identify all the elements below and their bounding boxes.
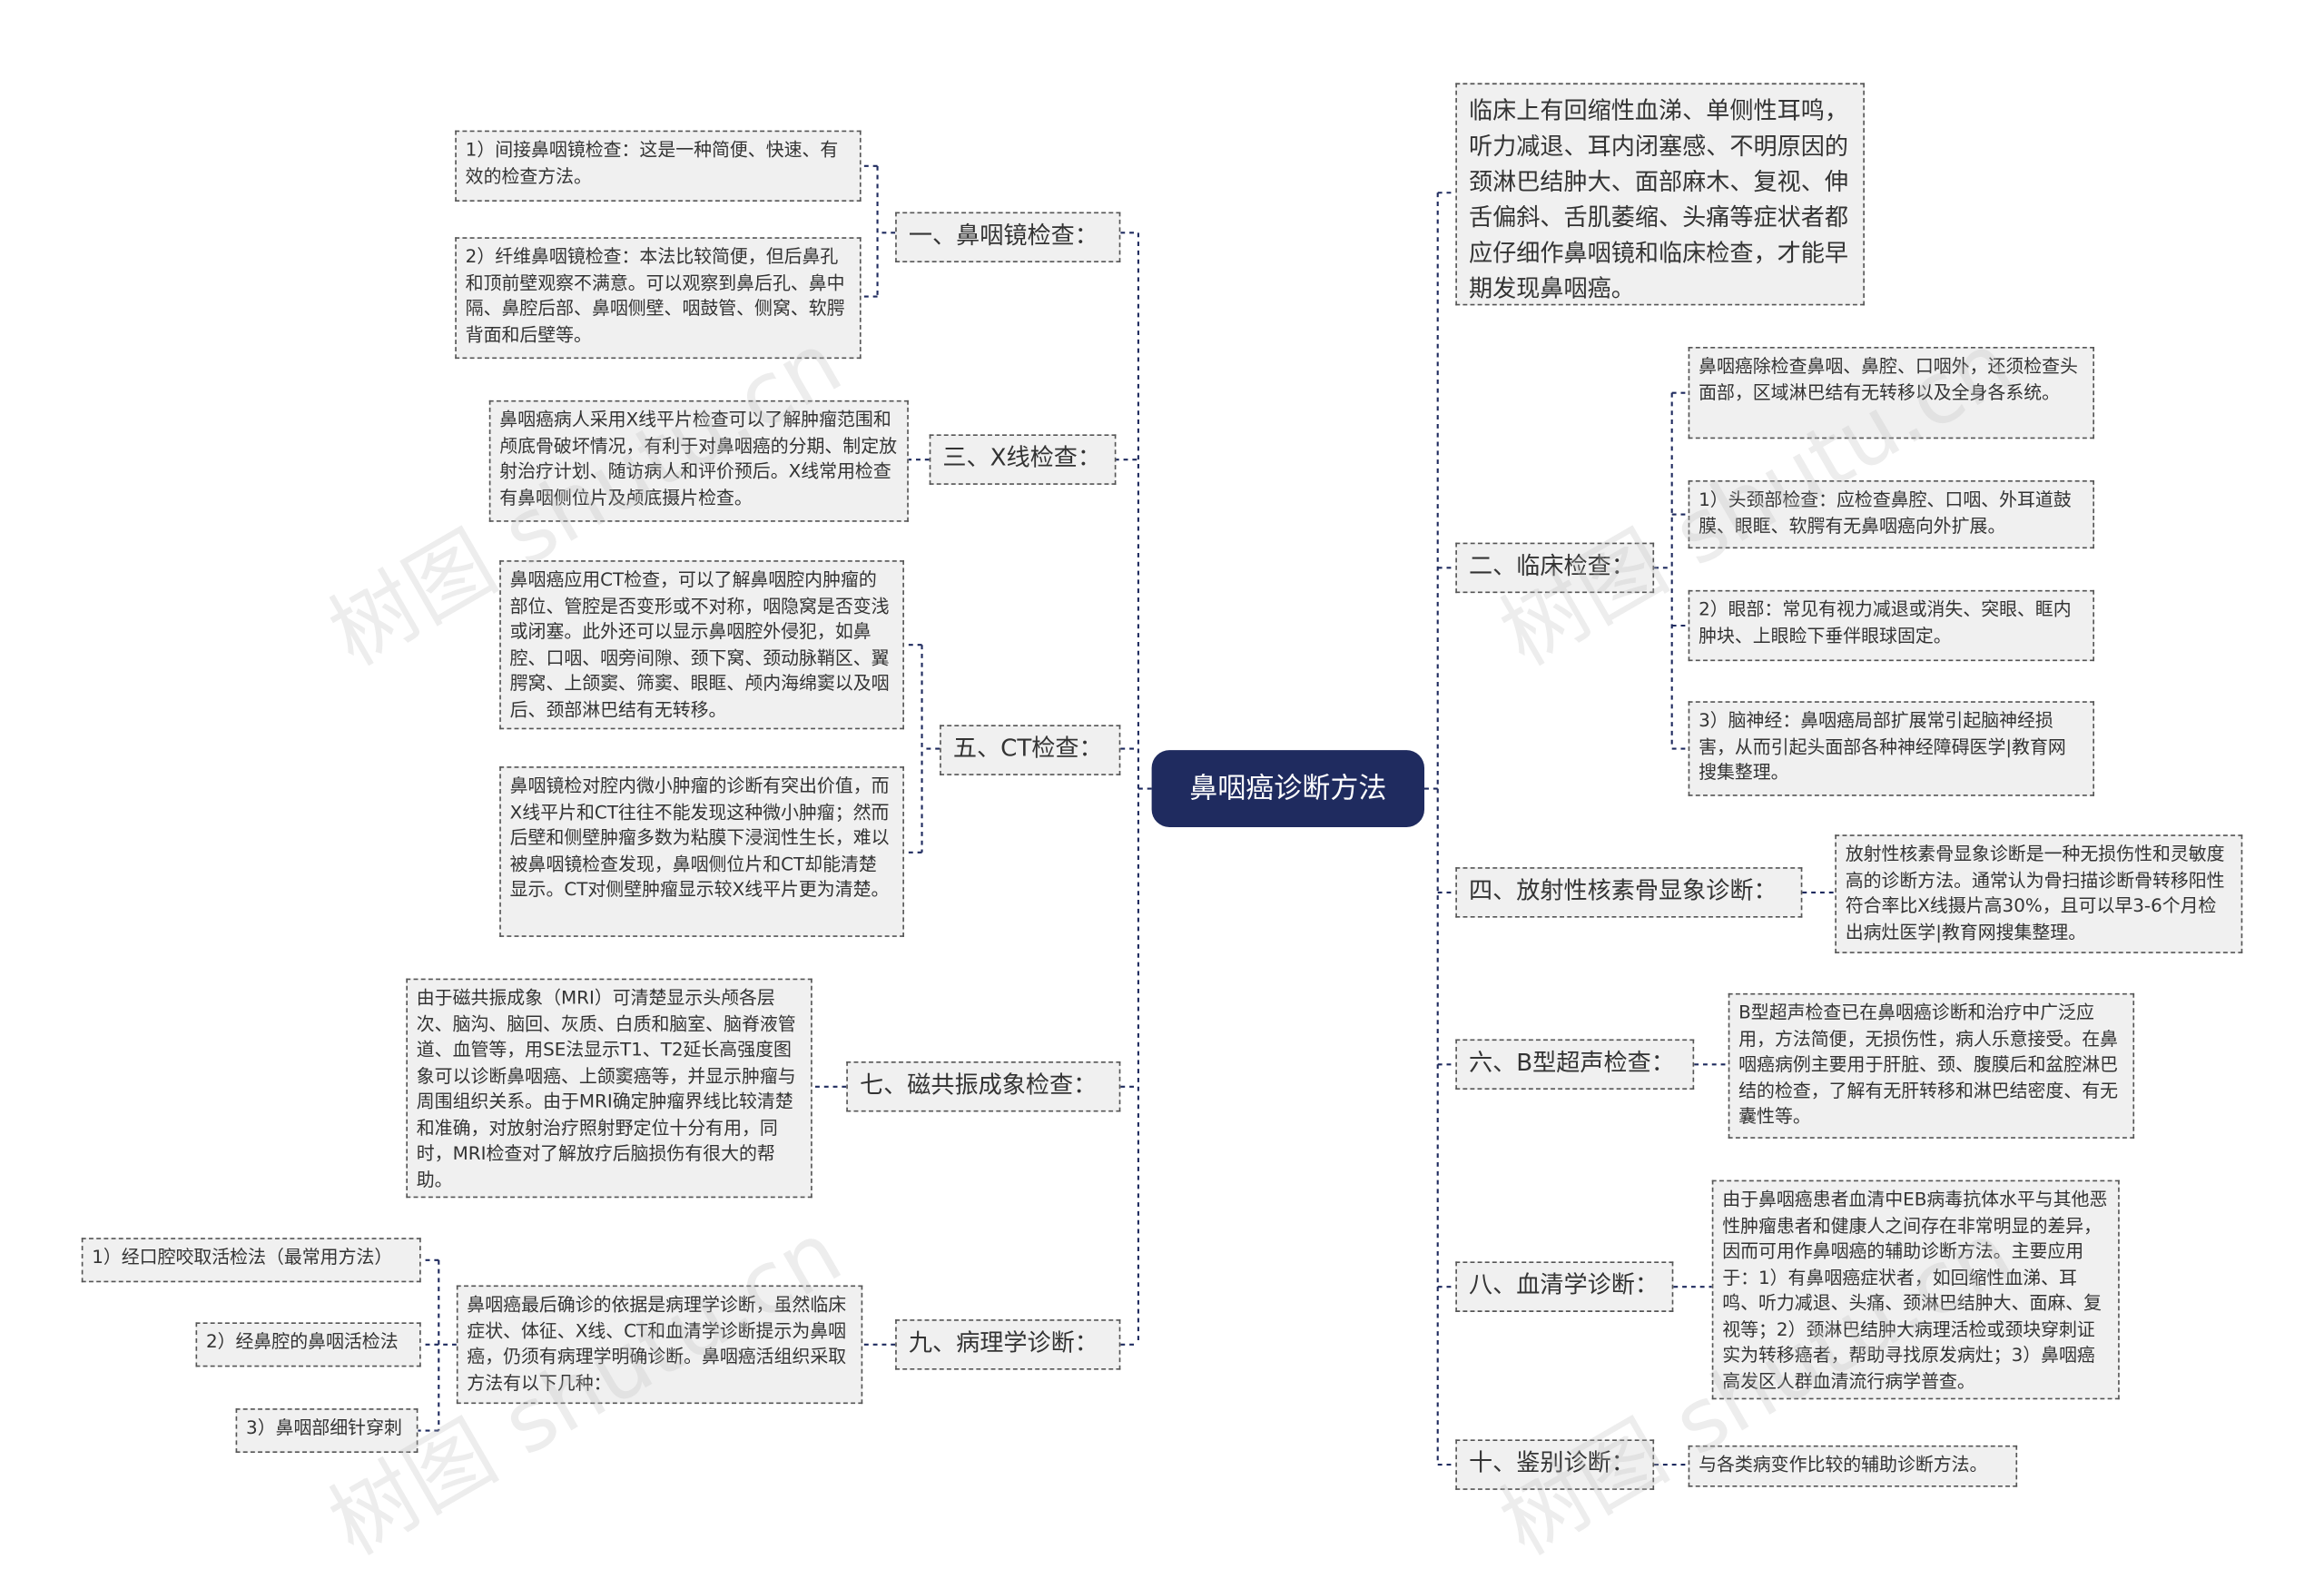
- root-node[interactable]: 鼻咽癌诊断方法: [1151, 750, 1425, 828]
- branch-ultrasound[interactable]: 六、B型超声检查：: [1455, 1039, 1695, 1090]
- branch-mri[interactable]: 七、磁共振成象检查：: [846, 1061, 1121, 1112]
- leaf-xray-detail[interactable]: 鼻咽癌病人采用X线平片检查可以了解肿瘤范围和颅底骨破坏情况，有利于对鼻咽癌的分期…: [488, 400, 909, 522]
- branch-nasopharyngoscopy[interactable]: 一、鼻咽镜检查：: [895, 212, 1121, 262]
- branch-pathology[interactable]: 九、病理学诊断：: [895, 1319, 1121, 1370]
- branch-bone-scan[interactable]: 四、放射性核素骨显象诊断：: [1455, 867, 1803, 918]
- leaf-ct-compare[interactable]: 鼻咽镜检对腔内微小肿瘤的诊断有突出价值，而X线平片和CT往往不能发现这种微小肿瘤…: [499, 766, 904, 937]
- branch-serology[interactable]: 八、血清学诊断：: [1455, 1261, 1674, 1312]
- intro-node[interactable]: 临床上有回缩性血涕、单侧性耳鸣，听力减退、耳内闭塞感、不明原因的颈淋巴结肿大、面…: [1455, 83, 1865, 306]
- leaf-head-neck[interactable]: 1）头颈部检查：应检查鼻腔、口咽、外耳道鼓膜、眼眶、软腭有无鼻咽癌向外扩展。: [1688, 479, 2095, 549]
- leaf-fiber-scope[interactable]: 2）纤维鼻咽镜检查：本法比较简便，但后鼻孔和顶前壁观察不满意。可以观察到鼻后孔、…: [455, 237, 862, 360]
- leaf-oral-biopsy[interactable]: 1）经口腔咬取活检法（最常用方法）: [81, 1238, 421, 1283]
- leaf-differential-detail[interactable]: 与各类病变作比较的辅助诊断方法。: [1688, 1445, 2018, 1487]
- leaf-ultrasound-detail[interactable]: B型超声检查已在鼻咽癌诊断和治疗中广泛应用，方法简便，无损伤性，病人乐意接受。在…: [1728, 992, 2135, 1139]
- branch-differential[interactable]: 十、鉴别诊断：: [1455, 1439, 1655, 1490]
- branch-ct[interactable]: 五、CT检查：: [940, 725, 1121, 775]
- leaf-pathology-detail[interactable]: 鼻咽癌最后确诊的依据是病理学诊断，虽然临床症状、体征、X线、CT和血清学诊断提示…: [456, 1285, 863, 1405]
- leaf-eye[interactable]: 2）眼部：常见有视力减退或消失、突眼、眶内肿块、上眼睑下垂伴眼球固定。: [1688, 589, 2095, 662]
- branch-xray[interactable]: 三、X线检查：: [929, 434, 1117, 485]
- leaf-indirect-scope[interactable]: 1）间接鼻咽镜检查：这是一种简便、快速、有效的检查方法。: [455, 130, 862, 202]
- leaf-mri-detail[interactable]: 由于磁共振成象（MRI）可清楚显示头颅各层次、脑沟、脑回、灰质、白质和脑室、脑脊…: [406, 978, 812, 1199]
- leaf-ct-detail[interactable]: 鼻咽癌应用CT检查，可以了解鼻咽腔内肿瘤的部位、管腔是否变形或不对称，咽隐窝是否…: [499, 560, 904, 730]
- leaf-clinical-general[interactable]: 鼻咽癌除检查鼻咽、鼻腔、口咽外，还须检查头面部，区域淋巴结有无转移以及全身各系统…: [1688, 347, 2095, 439]
- leaf-nasal-biopsy[interactable]: 2）经鼻腔的鼻咽活检法: [195, 1322, 421, 1367]
- leaf-cranial-nerve[interactable]: 3）脑神经：鼻咽癌局部扩展常引起脑神经损害，从而引起头面部各种神经障碍医学|教育…: [1688, 701, 2095, 796]
- leaf-needle-puncture[interactable]: 3）鼻咽部细针穿刺: [235, 1408, 419, 1454]
- leaf-serology-detail[interactable]: 由于鼻咽癌患者血清中EB病毒抗体水平与其他恶性肿瘤患者和健康人之间存在非常明显的…: [1711, 1179, 2120, 1400]
- leaf-bone-scan-detail[interactable]: 放射性核素骨显象诊断是一种无损伤性和灵敏度高的诊断方法。通常认为骨扫描诊断骨转移…: [1835, 834, 2243, 953]
- branch-clinical[interactable]: 二、临床检查：: [1455, 542, 1655, 594]
